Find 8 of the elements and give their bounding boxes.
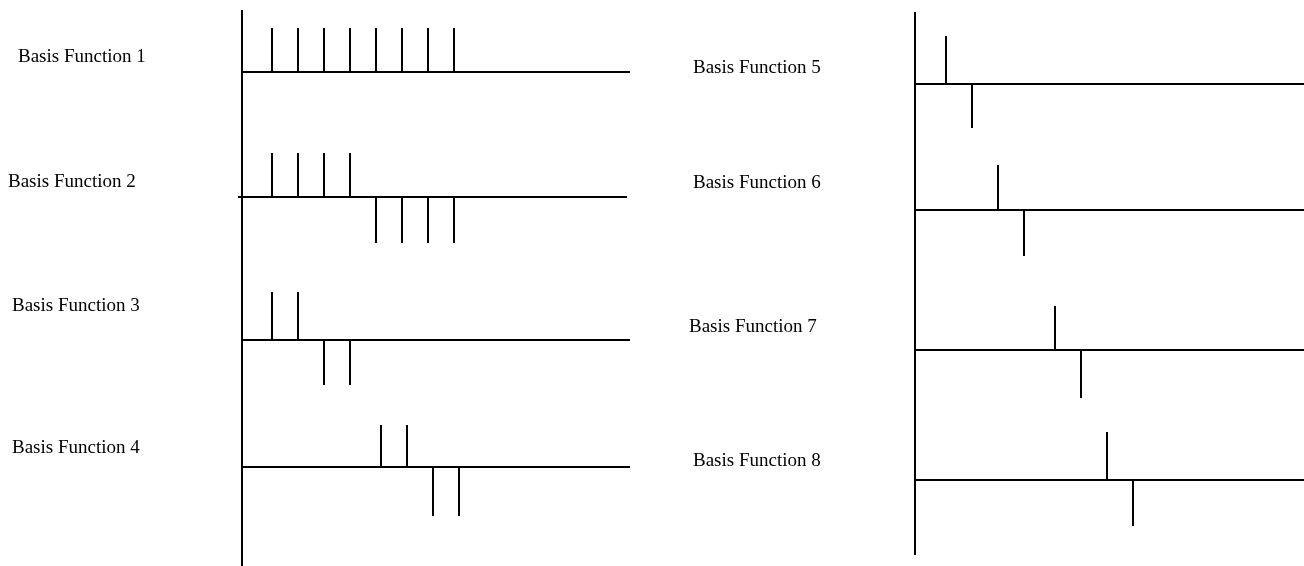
plot-label: Basis Function 5 — [693, 56, 821, 78]
plot-label: Basis Function 4 — [12, 436, 140, 458]
plot-label: Basis Function 6 — [693, 171, 821, 193]
plot-label: Basis Function 7 — [689, 315, 817, 337]
plot-label: Basis Function 1 — [18, 45, 146, 67]
plot-label: Basis Function 2 — [8, 170, 136, 192]
plot-label: Basis Function 8 — [693, 449, 821, 471]
plot-label: Basis Function 3 — [12, 294, 140, 316]
